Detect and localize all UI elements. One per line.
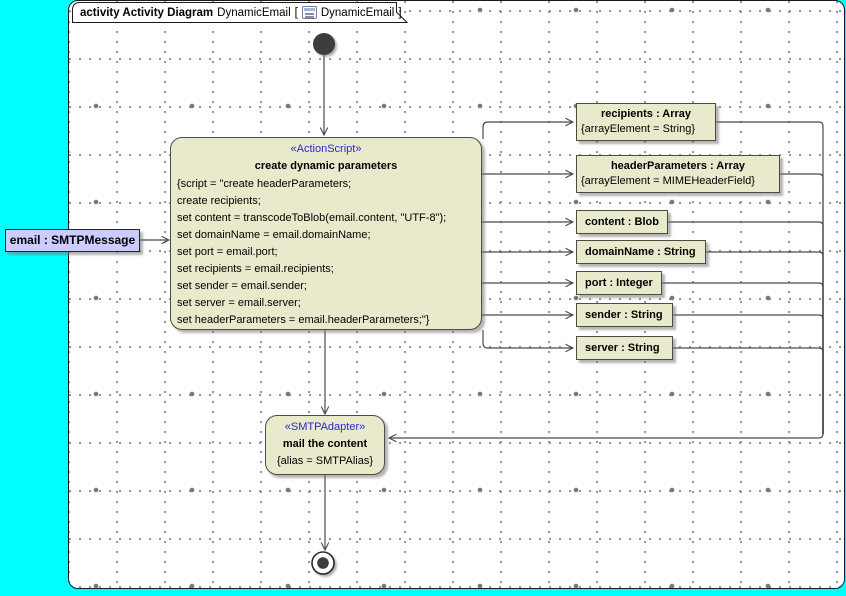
script-line: set sender = email.sender; bbox=[177, 280, 307, 292]
pin-content[interactable]: content : Blob bbox=[576, 210, 668, 234]
script-line: set server = email.server; bbox=[177, 297, 301, 309]
action-name: create dynamic parameters bbox=[254, 160, 398, 172]
edge-domainname-to-trunk[interactable] bbox=[706, 251, 824, 434]
pin-domainname-title: domainName : String bbox=[585, 246, 696, 258]
pin-port[interactable]: port : Integer bbox=[576, 271, 662, 295]
edge-server-to-trunk[interactable] bbox=[673, 347, 824, 434]
script-line: set content = transcodeToBlob(email.cont… bbox=[177, 212, 447, 224]
action-node-mail-the-content[interactable]: «SMTPAdapter» mail the content {alias = … bbox=[265, 415, 385, 475]
smtp-name: mail the content bbox=[282, 438, 368, 450]
pin-recipients-title: recipients : Array bbox=[600, 108, 692, 120]
smtp-stereotype: «SMTPAdapter» bbox=[284, 421, 366, 433]
action-script: {script = "create headerParameters; crea… bbox=[171, 175, 481, 329]
pin-sender-title: sender : String bbox=[585, 309, 663, 321]
frame-bracket-open: [ bbox=[294, 6, 298, 19]
pin-server[interactable]: server : String bbox=[576, 336, 673, 360]
script-line: set domainName = email.domainName; bbox=[177, 229, 371, 241]
edge-content-to-trunk[interactable] bbox=[668, 221, 824, 434]
script-line: set recipients = email.recipients; bbox=[177, 263, 334, 275]
smtp-constraint: {alias = SMTPAlias} bbox=[276, 455, 374, 467]
frame-bracket-close: ] bbox=[398, 6, 402, 19]
action-node-create-dynamic-parameters[interactable]: «ActionScript» create dynamic parameters… bbox=[170, 137, 482, 330]
edge-port-to-trunk[interactable] bbox=[662, 282, 824, 434]
frame-kind-label: activity Activity Diagram bbox=[80, 6, 214, 19]
script-line: set port = email.port; bbox=[177, 246, 278, 258]
pin-port-title: port : Integer bbox=[585, 277, 653, 289]
frame-label: activity Activity Diagram DynamicEmail [… bbox=[80, 4, 410, 21]
object-email-label: email : SMTPMessage bbox=[9, 233, 136, 247]
pin-server-title: server : String bbox=[585, 342, 660, 354]
pin-sender[interactable]: sender : String bbox=[576, 303, 673, 327]
edge-headerparameters-to-trunk[interactable] bbox=[780, 173, 824, 434]
edge-action-to-recipients[interactable] bbox=[482, 117, 575, 139]
activity-diagram-icon bbox=[301, 6, 317, 19]
frame-ref-name: DynamicEmail bbox=[320, 6, 395, 19]
object-node-email[interactable]: email : SMTPMessage bbox=[5, 229, 140, 252]
pin-domainname[interactable]: domainName : String bbox=[576, 240, 706, 264]
pin-content-title: content : Blob bbox=[585, 216, 659, 228]
pin-recipients[interactable]: recipients : Array {arrayElement = Strin… bbox=[576, 103, 716, 141]
pin-headerparameters[interactable]: headerParameters : Array {arrayElement =… bbox=[576, 155, 780, 193]
edge-action-to-server[interactable] bbox=[482, 330, 575, 353]
pin-recipients-subtitle: {arrayElement = String} bbox=[581, 123, 696, 135]
script-line: set headerParameters = email.headerParam… bbox=[177, 314, 430, 326]
script-line: create recipients; bbox=[177, 195, 261, 207]
frame-diagram-name: DynamicEmail bbox=[217, 6, 291, 19]
action-stereotype: «ActionScript» bbox=[290, 143, 362, 155]
edge-trunk-to-smtp[interactable] bbox=[387, 428, 824, 443]
pin-headerparameters-title: headerParameters : Array bbox=[610, 160, 746, 172]
edge-recipients-to-trunk[interactable] bbox=[716, 121, 824, 434]
edge-sender-to-trunk[interactable] bbox=[673, 314, 824, 434]
pin-headerparameters-subtitle: {arrayElement = MIMEHeaderField} bbox=[581, 175, 755, 187]
script-line: {script = "create headerParameters; bbox=[177, 178, 352, 190]
